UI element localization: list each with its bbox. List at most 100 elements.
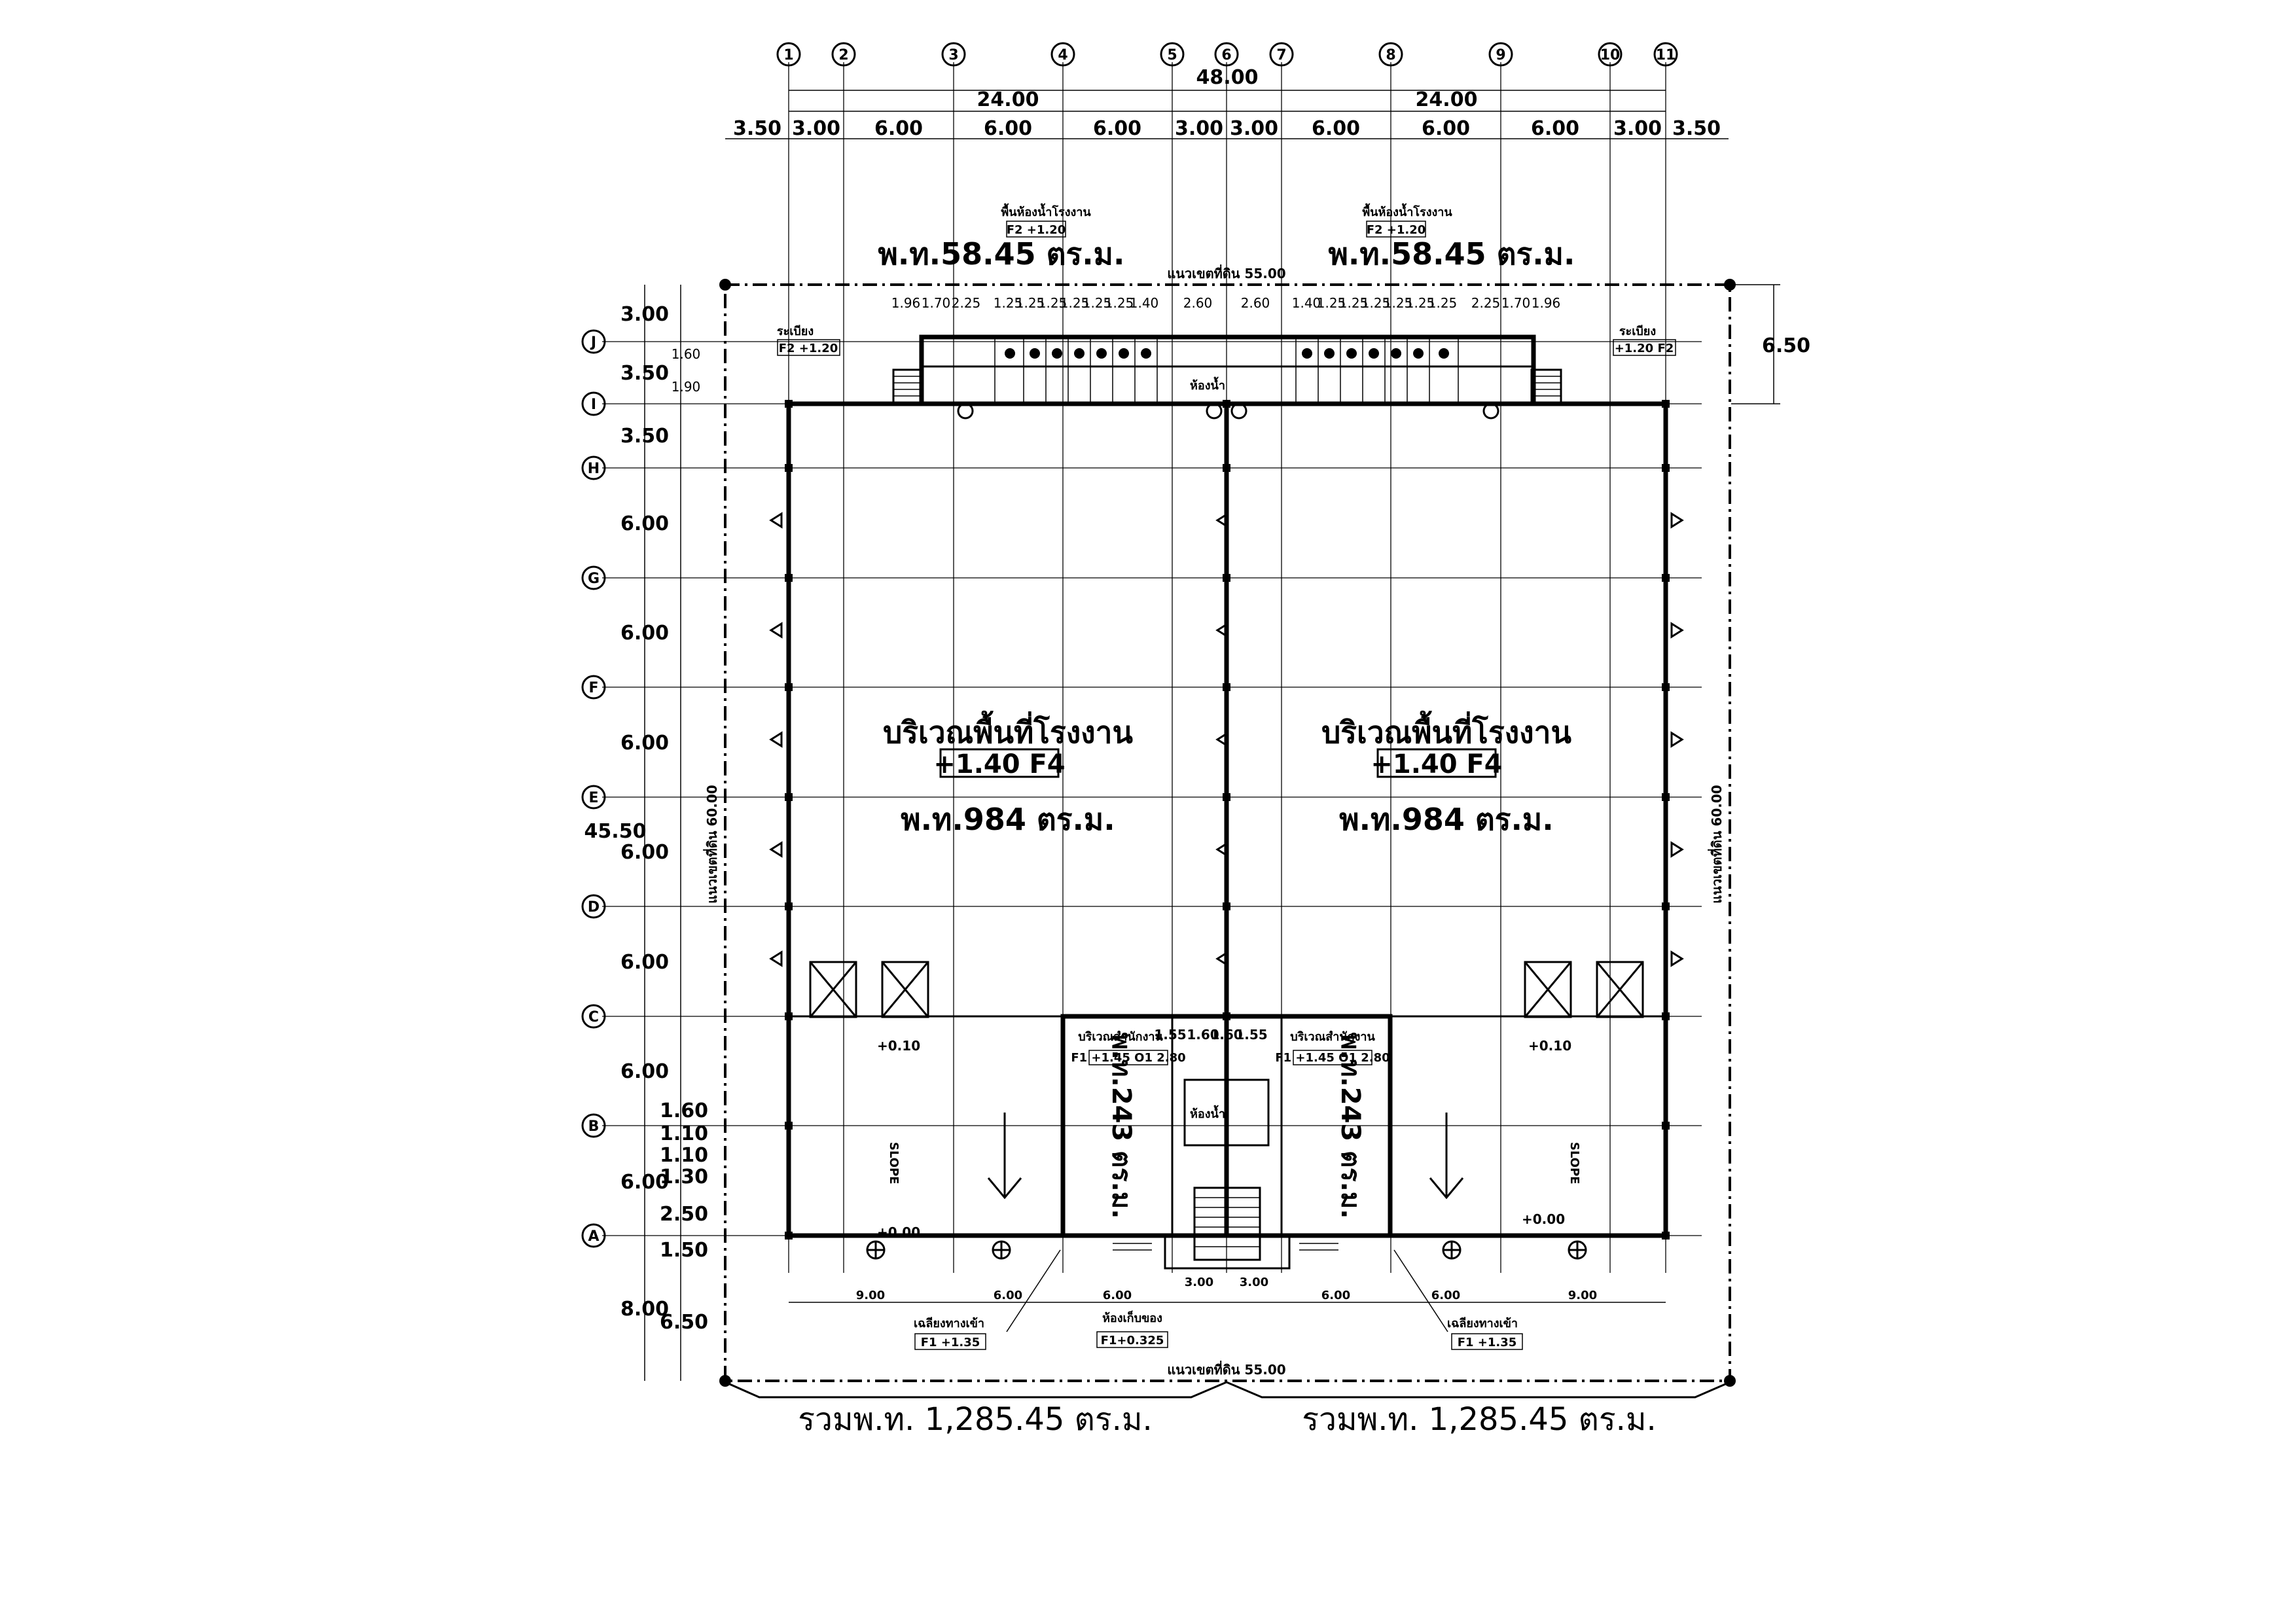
axis-bubble: 7 (1269, 42, 1294, 67)
toilet-title-left: พื้นห้องน้ำโรงงาน (1001, 203, 1091, 219)
svg-text:1.25: 1.25 (1406, 295, 1435, 311)
svg-text:1.30: 1.30 (660, 1166, 708, 1188)
svg-text:1.90: 1.90 (672, 379, 701, 395)
svg-text:11: 11 (1656, 47, 1676, 63)
svg-text:1.60: 1.60 (1210, 1027, 1242, 1043)
svg-text:1.40: 1.40 (1292, 295, 1321, 311)
svg-text:6.50: 6.50 (660, 1311, 708, 1334)
total-area: รวมพ.ท. 1,285.45 ตร.ม. รวมพ.ท. 1,285.45 … (725, 1381, 1731, 1438)
axis-bubble: J (581, 329, 606, 354)
row-axis-markers: J I H G F E D C B A (581, 329, 606, 1248)
svg-text:3: 3 (948, 47, 958, 63)
ramp-left-label: SLOPE (887, 1142, 901, 1185)
svg-text:1.25: 1.25 (1016, 295, 1045, 311)
office-tag-left: F1 +1.45 O1 2.80 (1071, 1051, 1185, 1065)
svg-text:3.50: 3.50 (620, 425, 669, 448)
svg-text:24.00: 24.00 (1416, 88, 1478, 111)
svg-text:1.50: 1.50 (660, 1239, 708, 1262)
left-dimensions: 3.00 3.50 3.50 6.00 6.00 6.00 6.00 6.00 … (584, 285, 708, 1381)
dim-overall-width: 48.00 (1196, 66, 1259, 89)
toilet-area-right: พ.ท.58.45 ตร.ม. (1329, 236, 1575, 272)
svg-text:6.00: 6.00 (620, 622, 669, 645)
axis-bubble: B (581, 1113, 606, 1138)
axis-bubble: E (581, 785, 606, 810)
stair-tag-left: F2 +1.20 (779, 342, 838, 355)
svg-text:3.00: 3.00 (1230, 117, 1278, 140)
dim-left-overall: 45.50 (584, 820, 647, 843)
factory-area-right: พ.ท.984 ตร.ม. (1339, 802, 1553, 837)
svg-text:6.00: 6.00 (1093, 117, 1141, 140)
svg-text:6.00: 6.00 (874, 117, 923, 140)
svg-text:6.00: 6.00 (1431, 1289, 1460, 1302)
axis-bubble: 9 (1488, 42, 1513, 67)
svg-text:3.00: 3.00 (1613, 117, 1662, 140)
svg-text:1.25: 1.25 (1060, 295, 1090, 311)
svg-text:3.00: 3.00 (1175, 117, 1223, 140)
small-room-label: ห้องน้ำ (1190, 1105, 1225, 1121)
svg-text:1.25: 1.25 (1105, 295, 1134, 311)
svg-text:D: D (588, 899, 600, 916)
svg-text:2.60: 2.60 (1183, 295, 1213, 311)
svg-text:6.00: 6.00 (620, 1171, 669, 1194)
axis-bubble: 3 (941, 42, 966, 67)
column-axis-markers: 1 2 3 4 5 6 7 8 9 10 11 (776, 42, 1678, 67)
svg-text:8.00: 8.00 (620, 1298, 669, 1321)
office-area-right: พ.ท.243 ตร.ม. (1335, 1033, 1365, 1219)
axis-bubble: 1 (776, 42, 801, 67)
toilet-area-left: พ.ท.58.45 ตร.ม. (878, 236, 1125, 272)
guard-title: ห้องเก็บของ (1102, 1310, 1162, 1325)
factory-building: บริเวณพื้นที่โรงงาน +1.40 F4 พ.ท.984 ตร.… (769, 400, 1684, 1260)
boundary-bottom-label: แนวเขตที่ดิน 55.00 (1167, 1360, 1285, 1378)
svg-text:9.00: 9.00 (856, 1289, 885, 1302)
svg-text:1.25: 1.25 (1083, 295, 1112, 311)
office-title-right: บริเวณสำนักงาน (1290, 1030, 1375, 1044)
svg-text:1.25: 1.25 (1038, 295, 1067, 311)
svg-text:3.00: 3.00 (620, 303, 669, 326)
svg-text:E: E (588, 790, 598, 806)
level-lower-right: +0.00 (1522, 1211, 1565, 1227)
axis-bubble: 11 (1653, 42, 1678, 67)
svg-text:24.00: 24.00 (977, 88, 1039, 111)
svg-text:6.00: 6.00 (1312, 117, 1360, 140)
level-lower-left: +0.00 (877, 1224, 920, 1240)
office-area-left: พ.ท.243 ตร.ม. (1106, 1033, 1136, 1219)
svg-text:6.00: 6.00 (620, 951, 669, 974)
svg-text:3.00: 3.00 (792, 117, 840, 140)
svg-text:J: J (590, 334, 596, 351)
entry-tag-left: F1 +1.35 (921, 1336, 980, 1349)
axis-bubble: I (581, 391, 606, 416)
svg-text:10: 10 (1600, 47, 1621, 63)
toilet-small-label: ห้องน้ำ (1190, 376, 1225, 393)
svg-text:B: B (588, 1118, 600, 1135)
svg-text:3.50: 3.50 (1672, 117, 1721, 140)
entry-title-left: เฉลียงทางเข้า (914, 1317, 984, 1330)
svg-text:F: F (588, 680, 598, 696)
svg-text:6.00: 6.00 (1422, 117, 1470, 140)
entry-title-right: เฉลียงทางเข้า (1447, 1317, 1518, 1330)
svg-text:6.00: 6.00 (620, 732, 669, 755)
svg-text:1.25: 1.25 (1317, 295, 1346, 311)
svg-text:1.96: 1.96 (1532, 295, 1561, 311)
toilet-tag-left: F2 +1.20 (1007, 223, 1066, 237)
svg-text:1.60: 1.60 (672, 346, 701, 362)
svg-text:6.00: 6.00 (1321, 1289, 1350, 1302)
svg-text:8: 8 (1386, 47, 1395, 63)
svg-text:6.00: 6.00 (620, 512, 669, 535)
svg-text:1.25: 1.25 (1339, 295, 1369, 311)
svg-text:6: 6 (1221, 47, 1231, 63)
svg-text:1.70: 1.70 (1501, 295, 1531, 311)
svg-text:1.10: 1.10 (660, 1144, 708, 1167)
svg-text:6.50: 6.50 (1762, 334, 1810, 357)
svg-text:1.55: 1.55 (1154, 1027, 1186, 1043)
svg-text:2: 2 (838, 47, 848, 63)
svg-text:6.00: 6.00 (994, 1289, 1022, 1302)
factory-tag-left: +1.40 F4 (933, 749, 1065, 779)
svg-text:3.50: 3.50 (620, 362, 669, 385)
svg-text:5: 5 (1167, 47, 1177, 63)
svg-text:1.70: 1.70 (922, 295, 951, 311)
axis-bubble: 2 (831, 42, 856, 67)
toilet-wing: 1.96 1.70 2.25 1.25 1.25 1.25 1.25 1.25 … (777, 203, 1676, 406)
stair-tag-right: +1.20 F2 (1615, 342, 1674, 355)
svg-text:3.00: 3.00 (1185, 1275, 1213, 1289)
property-boundary: แนวเขตที่ดิน 55.00 แนวเขตที่ดิน 55.00 แน… (702, 264, 1736, 1387)
